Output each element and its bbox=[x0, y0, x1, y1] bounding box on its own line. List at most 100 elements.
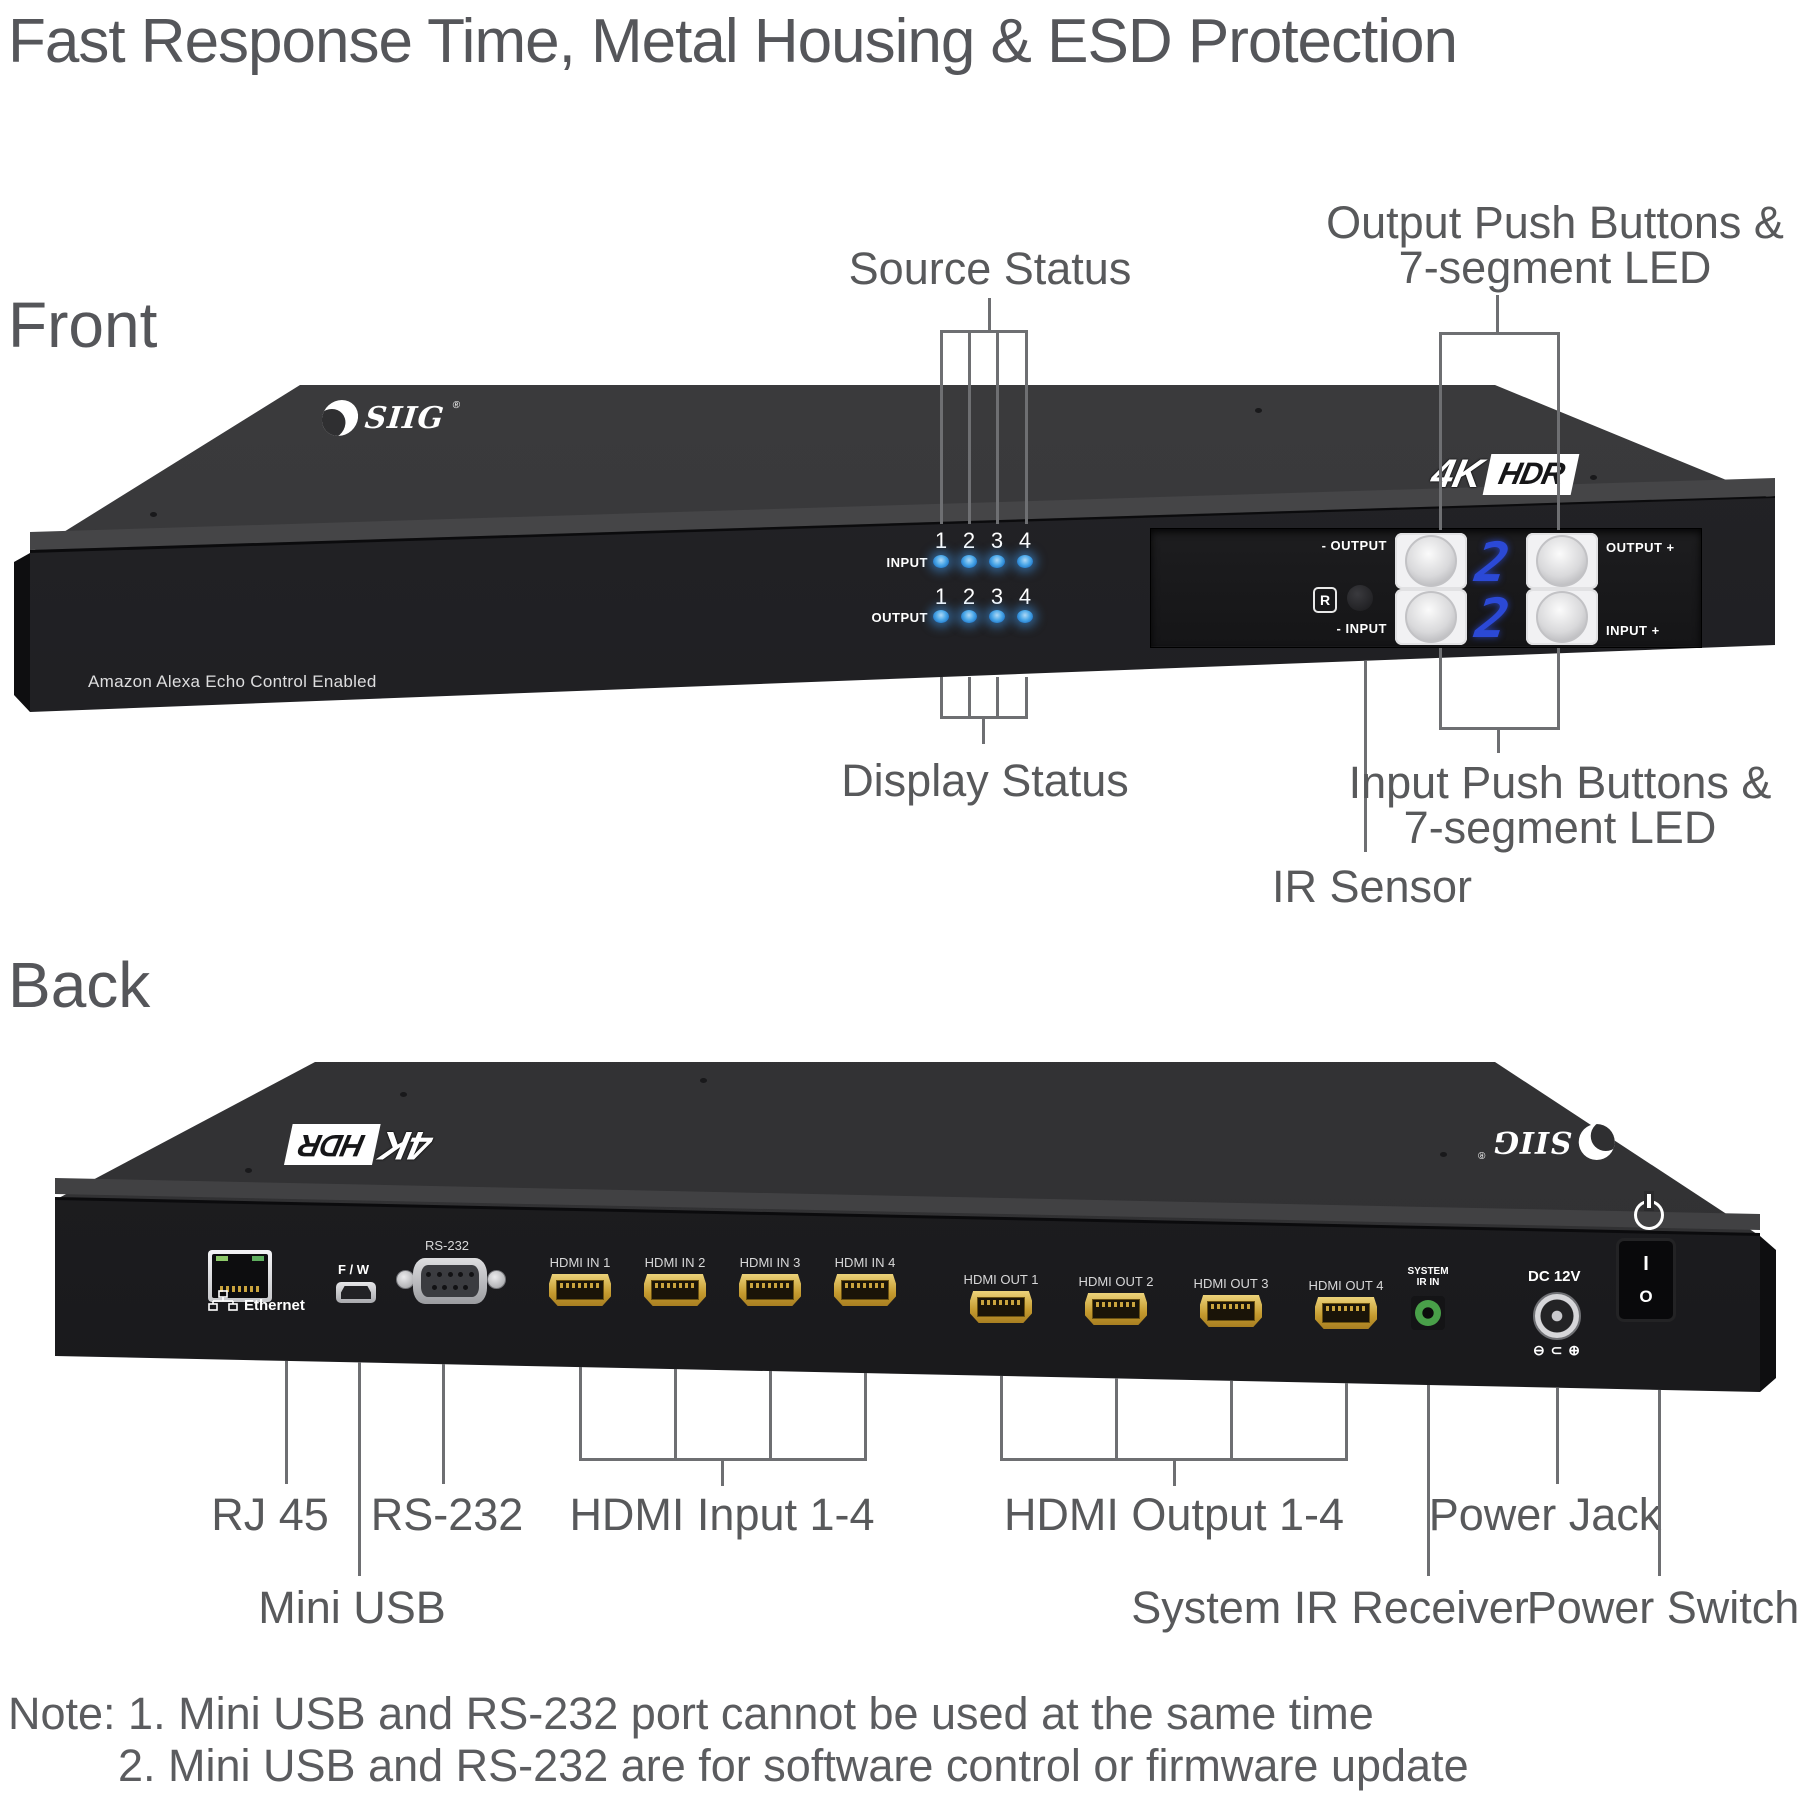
dc-12v-label: DC 12V bbox=[1528, 1268, 1581, 1285]
siig-logo-orb-icon bbox=[320, 400, 360, 436]
led-number: 3 bbox=[990, 528, 1004, 553]
led-number: 2 bbox=[962, 584, 976, 609]
polarity-icon: ⊖ ⊂ ⊕ bbox=[1533, 1342, 1581, 1358]
4k-text: 4K bbox=[1427, 452, 1486, 496]
screw bbox=[1440, 1152, 1447, 1157]
ethernet-led-green bbox=[216, 1256, 228, 1261]
back-section-heading: Back bbox=[8, 949, 151, 1021]
siig-logo-text: SIIG bbox=[1492, 1124, 1572, 1160]
input-row-label: INPUT bbox=[886, 555, 928, 570]
leader-line bbox=[1025, 330, 1028, 524]
hdmi-in-4-label: HDMI IN 4 bbox=[834, 1255, 896, 1270]
output-led-2 bbox=[961, 610, 977, 623]
siig-logo-text: SIIG bbox=[363, 400, 447, 436]
front-section-heading: Front bbox=[8, 289, 158, 361]
output-7segment-display: 2 bbox=[1471, 531, 1513, 594]
led-number: 3 bbox=[990, 584, 1004, 609]
leader-line bbox=[996, 330, 999, 524]
annotation-input-buttons-line2: 7-segment LED bbox=[1403, 802, 1717, 853]
output-minus-button bbox=[1395, 533, 1467, 589]
siig-logo-back: SIIG ® bbox=[1478, 1124, 1615, 1160]
db9-screw bbox=[487, 1270, 506, 1289]
annotation-hdmi-input: HDMI Input 1-4 bbox=[569, 1489, 875, 1540]
leader-line bbox=[1439, 332, 1442, 530]
input-led-4 bbox=[1017, 555, 1033, 568]
ethernet-label: Ethernet bbox=[244, 1297, 305, 1314]
4k-text: 4K bbox=[377, 1123, 436, 1167]
power-icon bbox=[1634, 1194, 1664, 1230]
button-knob bbox=[1405, 535, 1457, 587]
button-knob bbox=[1405, 591, 1457, 643]
leader-line bbox=[1364, 661, 1367, 852]
annotation-ir-sensor: IR Sensor bbox=[1271, 861, 1473, 912]
power-switch: I O bbox=[1616, 1238, 1676, 1322]
output-led-1 bbox=[933, 610, 949, 623]
power-jack bbox=[1533, 1292, 1581, 1340]
rs232-port bbox=[413, 1258, 487, 1304]
hdmi-out-2-label: HDMI OUT 2 bbox=[1078, 1274, 1154, 1289]
input-led-3 bbox=[989, 555, 1005, 568]
input-minus-label: - INPUT bbox=[1336, 621, 1387, 636]
leader-line bbox=[1496, 295, 1499, 332]
switch-off-mark: O bbox=[1639, 1287, 1653, 1307]
leader-line bbox=[1497, 727, 1500, 753]
hdmi-out-1-port bbox=[970, 1291, 1032, 1323]
screw bbox=[1255, 408, 1262, 413]
leader-line bbox=[996, 677, 999, 716]
led-number: 4 bbox=[1018, 584, 1032, 609]
output-led-3 bbox=[989, 610, 1005, 623]
leader-line bbox=[864, 1373, 867, 1458]
screw bbox=[150, 512, 157, 517]
led-number: 4 bbox=[1018, 528, 1032, 553]
annotation-power-switch: Power Switch bbox=[1526, 1582, 1800, 1633]
leader-line bbox=[1345, 1383, 1348, 1458]
leader-line bbox=[940, 330, 943, 524]
led-number: 1 bbox=[934, 584, 948, 609]
rs232-port-inner bbox=[421, 1265, 479, 1297]
front-control-panel: - OUTPUT 2 OUTPUT + R - INPUT 2 INPUT + bbox=[1150, 528, 1702, 650]
ethernet-pins bbox=[220, 1286, 260, 1292]
annotation-display-status: Display Status bbox=[841, 755, 1129, 806]
led-number: 2 bbox=[962, 528, 976, 553]
output-minus-label: - OUTPUT bbox=[1321, 538, 1387, 553]
hdmi-in-4-port bbox=[834, 1274, 896, 1306]
input-7segment-display: 2 bbox=[1471, 587, 1513, 650]
registered-mark: ® bbox=[452, 400, 461, 411]
annotation-hdmi-output: HDMI Output 1-4 bbox=[1003, 1489, 1345, 1540]
annotation-power-jack: Power Jack bbox=[1428, 1489, 1662, 1540]
hdmi-in-2-port bbox=[644, 1274, 706, 1306]
leader-line bbox=[285, 1361, 288, 1484]
rs232-port-label: RS-232 bbox=[424, 1238, 470, 1253]
output-plus-button bbox=[1526, 533, 1598, 589]
system-ir-label: SYSTEM IR IN bbox=[1407, 1266, 1448, 1288]
hdmi-out-3-label: HDMI OUT 3 bbox=[1193, 1276, 1269, 1291]
hdmi-in-3-port bbox=[739, 1274, 801, 1306]
annotation-source-status: Source Status bbox=[848, 243, 1132, 294]
leader-line bbox=[968, 677, 971, 716]
leader-line bbox=[769, 1371, 772, 1458]
hdmi-out-4-port bbox=[1315, 1297, 1377, 1329]
annotation-input-buttons-line1: Input Push Buttons & bbox=[1348, 757, 1772, 808]
hdmi-in-2-label: HDMI IN 2 bbox=[644, 1255, 706, 1270]
screw bbox=[245, 1168, 252, 1173]
hdmi-in-1-port bbox=[549, 1274, 611, 1306]
button-knob bbox=[1536, 591, 1588, 643]
button-knob bbox=[1536, 535, 1588, 587]
ir-sensor-dot bbox=[1347, 585, 1373, 611]
leader-line bbox=[1557, 648, 1560, 727]
leader-line bbox=[1025, 677, 1028, 716]
leader-line bbox=[1173, 1458, 1176, 1486]
leader-line bbox=[968, 330, 971, 524]
leader-line bbox=[1115, 1378, 1118, 1458]
siig-logo-orb-icon bbox=[1578, 1124, 1615, 1160]
hdr-text: HDR bbox=[1482, 454, 1580, 495]
hdr-text: HDR bbox=[283, 1124, 381, 1165]
mini-usb-port bbox=[336, 1282, 376, 1303]
leader-line bbox=[1658, 1390, 1661, 1576]
4k-hdr-badge-back: 4K HDR bbox=[283, 1122, 436, 1167]
output-led-4 bbox=[1017, 610, 1033, 623]
registered-mark: ® bbox=[1478, 1149, 1486, 1160]
annotation-input-buttons: Input Push Buttons & 7-segment LED bbox=[1349, 760, 1772, 850]
